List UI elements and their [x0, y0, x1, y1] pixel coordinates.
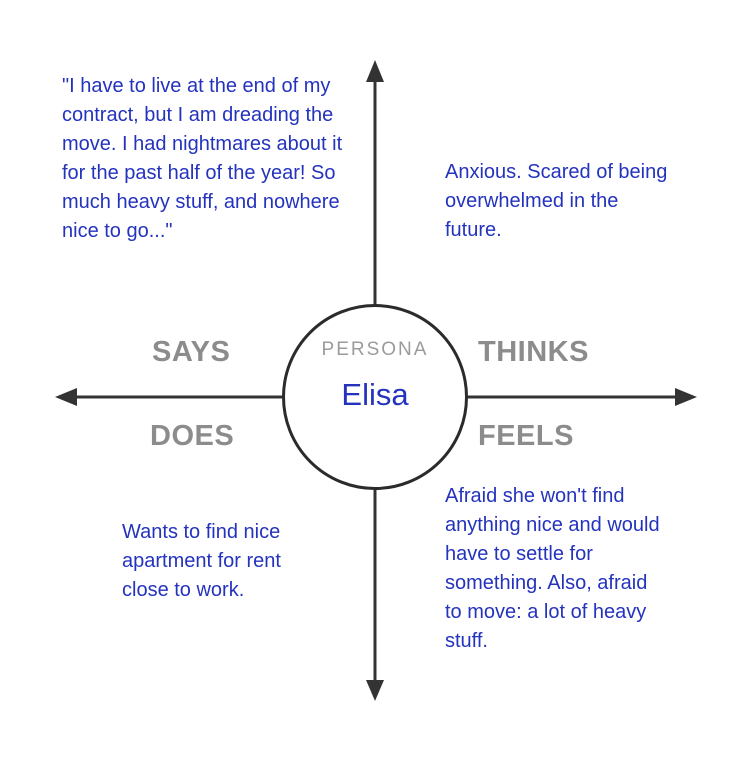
persona-name: Elisa	[341, 377, 409, 412]
arrow-right-icon	[675, 388, 697, 406]
arrow-left-icon	[55, 388, 77, 406]
feels-text: Afraid she won't find anything nice and …	[445, 485, 660, 652]
thinks-text: Anxious. Scared of being overwhelmed in …	[445, 161, 668, 241]
does-quadrant-label: DOES	[150, 420, 235, 452]
arrow-up-icon	[366, 60, 384, 82]
says-quote-text: "I have to live at the end of my contrac…	[62, 75, 343, 242]
persona-circle: PERSONA Elisa	[282, 304, 468, 490]
does-text: Wants to find nice apartment for rent cl…	[122, 521, 281, 601]
persona-label: PERSONA	[321, 339, 429, 360]
feels-quadrant-label: FEELS	[478, 420, 574, 452]
arrow-down-icon	[366, 680, 384, 701]
says-quadrant-label: SAYS	[152, 336, 231, 368]
thinks-quadrant-label: THINKS	[478, 336, 589, 368]
